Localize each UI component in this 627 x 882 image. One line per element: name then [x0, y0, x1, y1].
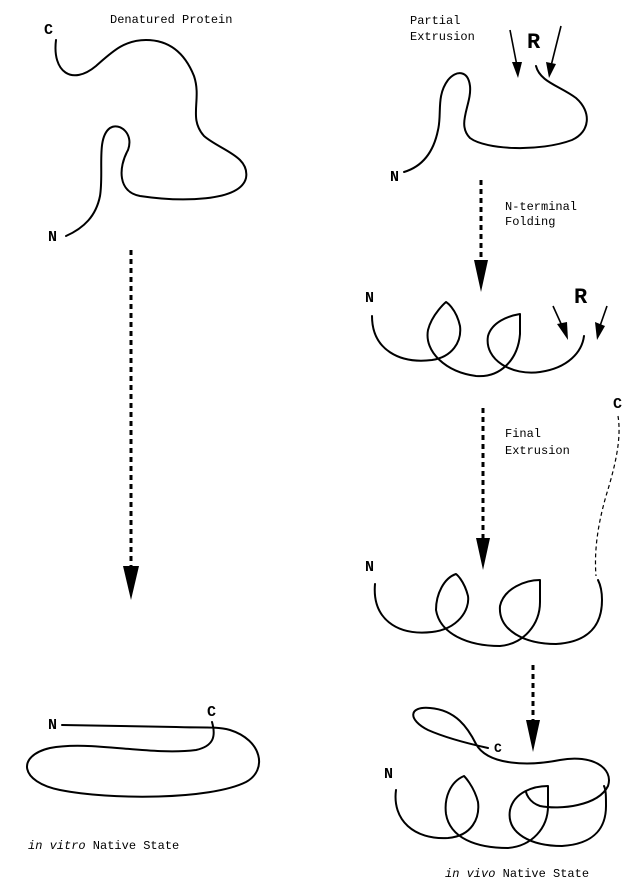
partial-label-line2: Extrusion — [410, 30, 475, 44]
invivo-caption: in vivo Native State — [445, 867, 589, 881]
invitro-folding-arrowhead — [123, 566, 139, 600]
invitro-n-terminus: N — [48, 717, 57, 734]
invitro-caption-rest: Native State — [86, 839, 180, 853]
ribosome-pointer-right-top — [551, 26, 561, 66]
ribosome-pointer-right-top-head — [546, 62, 556, 78]
ribosome-label-top: R — [527, 30, 541, 55]
denatured-title: Denatured Protein — [110, 13, 232, 27]
final-folding-arrowhead — [526, 720, 540, 752]
invivo-caption-rest: Native State — [495, 867, 589, 881]
final-extruded-chain — [375, 574, 602, 646]
invivo-native-chain — [413, 708, 609, 808]
invivo-knot-loops — [396, 776, 606, 848]
ribosome-pointer-left-mid-head — [557, 322, 568, 340]
invitro-caption-italic: in vitro — [28, 839, 86, 853]
extruded-c-strand — [595, 416, 619, 576]
ribosome-pointer-right-mid-head — [595, 322, 605, 340]
nterm-n-terminus: N — [365, 290, 374, 307]
final-label-line2: Extrusion — [505, 444, 570, 458]
ribosome-pointer-left-top-head — [512, 62, 522, 78]
final-extrusion-arrowhead — [476, 538, 490, 570]
invivo-caption-italic: in vivo — [445, 867, 495, 881]
invitro-caption: in vitro Native State — [28, 839, 179, 853]
invitro-c-terminus: C — [207, 704, 216, 721]
denatured-chain — [55, 40, 246, 236]
ribosome-label-middle: R — [574, 285, 588, 310]
partial-n-terminus: N — [390, 169, 399, 186]
partial-label-line1: Partial — [410, 14, 460, 28]
final-n-terminus: N — [365, 559, 374, 576]
partial-extrusion-chain — [404, 66, 587, 172]
denatured-c-terminus: C — [44, 22, 53, 39]
nterm-folded-chain — [372, 302, 584, 376]
denatured-n-terminus: N — [48, 229, 57, 246]
invivo-c-terminus: C — [494, 741, 502, 756]
nterm-folding-arrowhead — [474, 260, 488, 292]
nterm-label-line1: N-terminal — [505, 200, 577, 214]
invitro-native-chain — [27, 722, 259, 797]
invivo-n-terminus: N — [384, 766, 393, 783]
final-c-terminus: C — [613, 396, 622, 413]
final-label-line1: Final — [505, 427, 541, 441]
nterm-label-line2: Folding — [505, 215, 555, 229]
ribosome-pointer-right-mid — [600, 306, 607, 326]
ribosome-pointer-left-top — [510, 30, 517, 66]
